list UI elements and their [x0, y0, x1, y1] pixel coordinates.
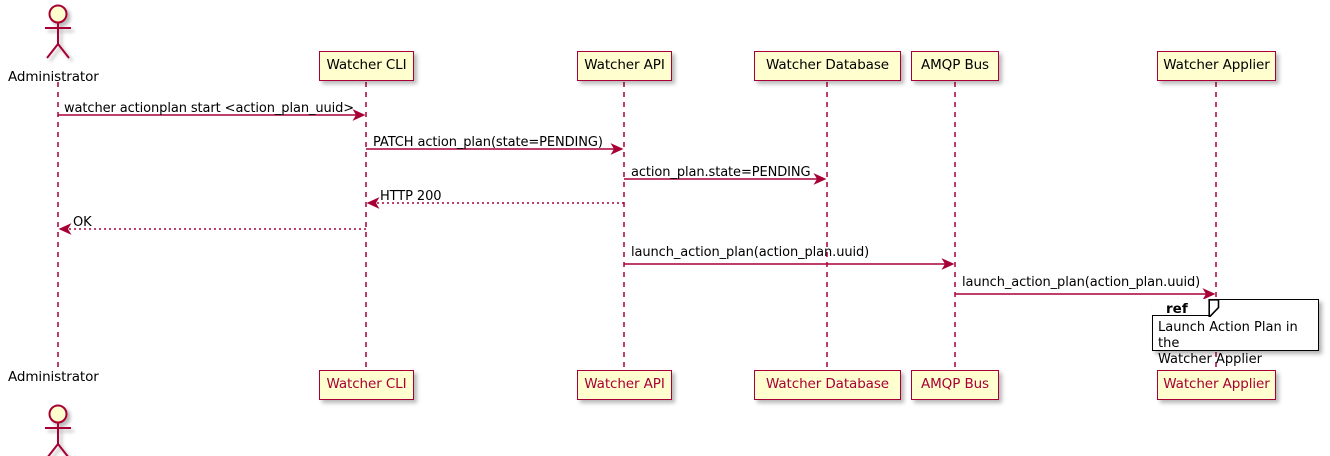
message-arrow-2-head	[813, 173, 827, 185]
actor-label-administrator-bottom: Administrator	[8, 369, 99, 385]
participant-box-watcher-applier-bottom[interactable]: Watcher Applier	[1157, 370, 1276, 400]
message-label-launch-action-plan-amqp: launch_action_plan(action_plan.uuid)	[631, 245, 870, 260]
participant-label: AMQP Bus	[921, 57, 989, 74]
message-arrow-2[interactable]	[624, 173, 827, 185]
message-label-patch-action-plan: PATCH action_plan(state=PENDING)	[373, 135, 603, 150]
message-arrow-6[interactable]	[955, 288, 1216, 300]
ref-fragment-body: Launch Action Plan in the Watcher Applie…	[1158, 320, 1298, 367]
message-label-watcher-actionplan-start: watcher actionplan start <action_plan_uu…	[64, 101, 355, 116]
participant-box-amqp-bus-bottom[interactable]: AMQP Bus	[911, 370, 999, 400]
message-arrow-5[interactable]	[624, 258, 955, 270]
actor-figure-administrator-top	[45, 4, 71, 59]
actor-label-administrator-top: Administrator	[8, 69, 99, 85]
participant-label: Watcher Applier	[1163, 376, 1270, 393]
participant-box-amqp-bus-top[interactable]: AMQP Bus	[911, 51, 999, 81]
actor-leg-right	[57, 43, 70, 59]
message-label-action-plan-state-pending: action_plan.state=PENDING	[631, 165, 811, 180]
message-arrow-3[interactable]	[366, 197, 625, 209]
message-arrow-1-head	[610, 143, 624, 155]
participant-box-watcher-cli-top[interactable]: Watcher CLI	[319, 51, 414, 81]
participant-box-watcher-database-bottom[interactable]: Watcher Database	[754, 370, 901, 400]
participant-label: Watcher API	[584, 376, 665, 393]
participant-label: Watcher CLI	[326, 57, 407, 74]
participant-box-watcher-api-bottom[interactable]: Watcher API	[577, 370, 672, 400]
participant-label: Watcher CLI	[326, 376, 407, 393]
actor-leg-left	[46, 43, 59, 59]
message-arrow-1[interactable]	[366, 143, 624, 155]
message-label-launch-action-plan-applier: launch_action_plan(action_plan.uuid)	[962, 275, 1201, 290]
participant-box-watcher-database-top[interactable]: Watcher Database	[754, 51, 901, 81]
participant-box-watcher-cli-bottom[interactable]: Watcher CLI	[319, 370, 414, 400]
participant-label: Watcher Database	[766, 376, 889, 393]
participant-label: Watcher API	[584, 57, 665, 74]
participant-label: Watcher Database	[766, 57, 889, 74]
message-arrow-0-head	[352, 109, 366, 121]
participant-label: Watcher Applier	[1163, 57, 1270, 74]
participant-label: AMQP Bus	[921, 376, 989, 393]
message-arrow-4-head	[58, 223, 72, 235]
message-arrow-6-head	[1202, 288, 1216, 300]
message-arrow-3-head	[366, 197, 380, 209]
message-arrow-4[interactable]	[58, 223, 367, 235]
participant-box-watcher-api-top[interactable]: Watcher API	[577, 51, 672, 81]
ref-fragment-title: ref	[1166, 301, 1188, 317]
message-arrow-0[interactable]	[58, 109, 366, 121]
participant-box-watcher-applier-top[interactable]: Watcher Applier	[1157, 51, 1276, 81]
message-arrow-5-head	[941, 258, 955, 270]
message-label-http-200: HTTP 200	[380, 189, 442, 204]
actor-figure-administrator-bottom	[45, 404, 71, 456]
message-label-ok: OK	[73, 215, 92, 230]
